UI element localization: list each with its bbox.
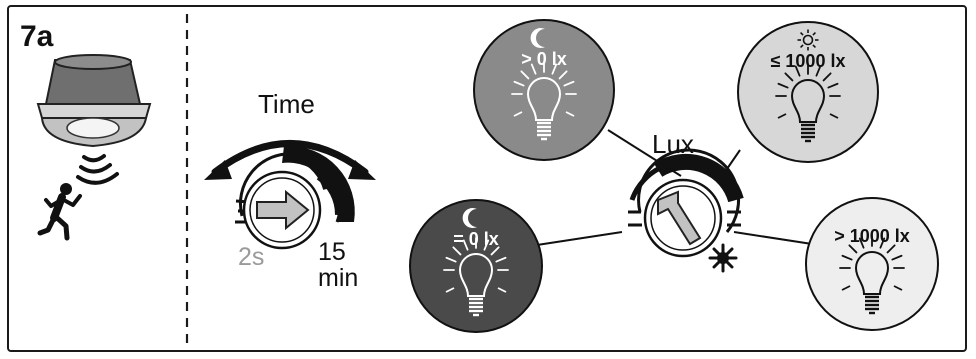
moon-icon bbox=[530, 28, 545, 48]
time-min-label: 2s bbox=[238, 243, 264, 271]
bulb-label: > 0 lx bbox=[521, 49, 567, 69]
lux-day-sun-icon bbox=[708, 243, 738, 273]
light-bulb-icon bbox=[839, 235, 905, 315]
lux-knob[interactable] bbox=[643, 178, 723, 258]
sun-icon bbox=[797, 29, 819, 51]
time-max-value: 15 bbox=[318, 238, 346, 266]
light-bulb-icon bbox=[775, 63, 841, 143]
lux-pointer-icon bbox=[657, 190, 702, 246]
lux-scale bbox=[628, 148, 744, 233]
rotation-arrow-icon bbox=[204, 140, 376, 180]
bulb-gt1000: > 1000 lx bbox=[805, 197, 939, 331]
bulb-le1000: ≤ 1000 lx bbox=[737, 21, 879, 163]
moon-icon bbox=[462, 208, 477, 228]
bulb-label: ≤ 1000 lx bbox=[771, 51, 846, 71]
time-knob[interactable] bbox=[242, 170, 322, 250]
walking-person-icon bbox=[37, 183, 82, 241]
bulb-gt0: > 0 lx bbox=[473, 19, 615, 161]
ceiling-sensor-icon bbox=[36, 54, 152, 148]
step-label: 7a bbox=[20, 20, 54, 53]
motion-waves-icon bbox=[76, 154, 119, 185]
bulb-zero: = 0 lx bbox=[409, 199, 543, 333]
light-bulb-icon bbox=[443, 237, 509, 317]
time-scale bbox=[235, 145, 355, 224]
time-max-unit: min bbox=[318, 264, 358, 292]
figure-frame bbox=[7, 5, 967, 352]
light-bulb-icon bbox=[511, 61, 577, 141]
bulb-connectors bbox=[536, 129, 813, 246]
time-pointer-icon bbox=[256, 189, 310, 231]
time-knob-title: Time bbox=[258, 89, 315, 119]
